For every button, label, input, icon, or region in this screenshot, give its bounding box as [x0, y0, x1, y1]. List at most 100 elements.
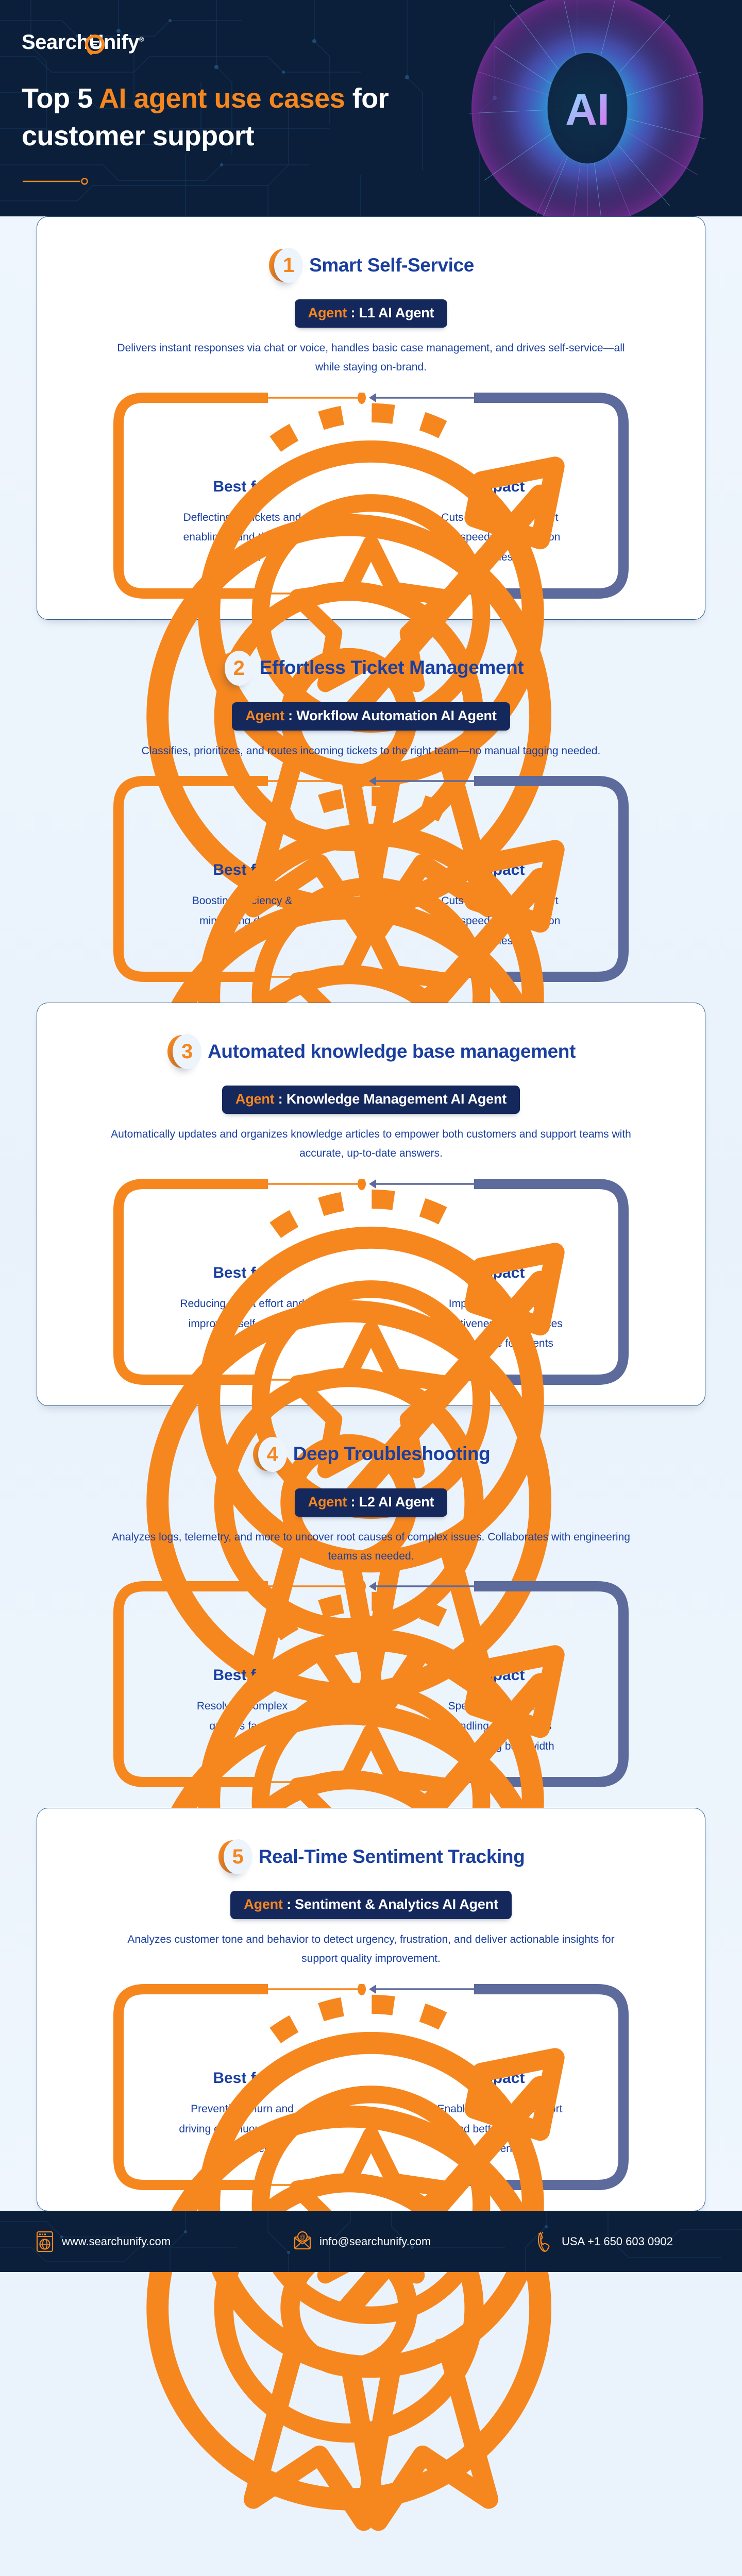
- brand-logo[interactable]: SearchUnify®: [22, 27, 144, 58]
- step-number-badge: 2: [218, 648, 254, 689]
- svg-text:@: @: [299, 2234, 305, 2240]
- agent-separator: :: [347, 305, 359, 320]
- section-description: Analyzes customer tone and behavior to d…: [127, 1934, 615, 1964]
- outcome-columns: Best for Resolving complex queries faste…: [113, 1581, 629, 2128]
- agent-value: L2 AI Agent: [359, 1494, 434, 1510]
- agent-separator: :: [347, 1494, 359, 1510]
- website-icon: [36, 2231, 54, 2252]
- agent-value: Workflow Automation AI Agent: [296, 707, 497, 723]
- section-description: Classifies, prioritizes, and routes inco…: [141, 744, 601, 757]
- section-description: Analyzes logs, telemetry, and more to un…: [112, 1531, 630, 1562]
- phone-icon: [537, 2231, 550, 2252]
- outcome-frame: Best for Reducing agent effort and impro…: [113, 1178, 629, 1726]
- agent-badge: Agent : Workflow Automation AI Agent: [232, 702, 510, 731]
- step-number: 4: [266, 1443, 278, 1466]
- page-title: Top 5 AI agent use cases for customer su…: [22, 80, 475, 155]
- outcome-frame: Best for Deflecting L1 tickets and enabl…: [113, 392, 629, 939]
- badge-disc: 1: [274, 248, 303, 283]
- agent-label: Agent: [235, 1091, 275, 1107]
- footer-contact-item[interactable]: USA +1 650 603 0902: [536, 2231, 673, 2252]
- outcome-columns: Best for Deflecting L1 tickets and enabl…: [113, 393, 629, 939]
- agent-separator: :: [284, 707, 297, 723]
- step-number-badge: 5: [217, 1836, 252, 1877]
- orb-label: AI: [565, 85, 610, 134]
- magnifier-icon: [85, 35, 105, 55]
- use-case-section-3: 3 Automated knowledge base management Ag…: [37, 1003, 705, 1726]
- target-icon-wrap: [146, 1609, 565, 2108]
- target-icon-wrap: [146, 2012, 565, 2511]
- step-number: 5: [232, 1845, 244, 1869]
- badge-disc: 5: [223, 1839, 252, 1875]
- target-icon-wrap: [146, 1207, 565, 1705]
- agent-badge: Agent : L1 AI Agent: [294, 299, 448, 328]
- step-number-badge: 3: [166, 1031, 202, 1072]
- agent-badge: Agent : Knowledge Management AI Agent: [222, 1086, 520, 1114]
- footer-contact-item[interactable]: www.searchunify.com: [36, 2231, 294, 2252]
- agent-label: Agent: [245, 707, 284, 723]
- step-number: 1: [282, 254, 295, 277]
- agent-value: L1 AI Agent: [359, 305, 434, 320]
- agent-badge: Agent : Sentiment & Analytics AI Agent: [230, 1891, 512, 1920]
- email-icon: @: [294, 2231, 311, 2252]
- step-number: 3: [181, 1040, 193, 1063]
- footer-contact-text: USA +1 650 603 0902: [562, 2234, 673, 2248]
- outcome-frame: Best for Boosting efficiency & minimizin…: [113, 776, 629, 1323]
- page-body: 1 Smart Self-Service Agent : L1 AI Agent…: [0, 216, 742, 2531]
- outcome-frame: Best for Preventing churn and driving co…: [113, 1984, 629, 2531]
- headline-highlight: AI agent use cases: [98, 83, 345, 114]
- footer-contact-text: www.searchunify.com: [62, 2234, 171, 2248]
- impact-column: Impact Improves self-service effectivene…: [146, 1179, 629, 1705]
- footer-circuit-background: [0, 2211, 742, 2272]
- agent-separator: :: [282, 1896, 295, 1912]
- outcome-columns: Best for Boosting efficiency & minimizin…: [113, 776, 629, 1323]
- section-title: Smart Self-Service: [309, 254, 474, 276]
- use-case-section-2: 2 Effortless Ticket Management Agent : W…: [37, 620, 705, 1323]
- step-number: 2: [233, 656, 245, 680]
- logo-text: SearchUnify: [22, 31, 139, 54]
- section-title: Effortless Ticket Management: [259, 657, 524, 679]
- phone-icon: [536, 2231, 553, 2252]
- agent-separator: :: [274, 1091, 286, 1107]
- use-case-section-1: 1 Smart Self-Service Agent : L1 AI Agent…: [37, 216, 705, 939]
- section-title: Real-Time Sentiment Tracking: [258, 1845, 525, 1867]
- section-title: Automated knowledge base management: [208, 1040, 576, 1062]
- headline-part-1: Top 5: [22, 83, 99, 114]
- logo-wordmark: SearchUnify®: [22, 31, 144, 55]
- badge-disc: 3: [173, 1034, 202, 1070]
- section-heading: 2 Effortless Ticket Management: [37, 648, 705, 689]
- section-description: Delivers instant responses via chat or v…: [117, 342, 625, 373]
- section-heading: 1 Smart Self-Service: [37, 245, 705, 286]
- outcome-columns: Best for Preventing churn and driving co…: [113, 1984, 629, 2531]
- agent-value: Sentiment & Analytics AI Agent: [295, 1896, 498, 1912]
- agent-badge: Agent : L2 AI Agent: [294, 1488, 448, 1517]
- step-number-badge: 4: [252, 1434, 287, 1475]
- footer-contact-text: info@searchunify.com: [319, 2234, 431, 2248]
- impact-column: Impact Enables proactive support and bet…: [146, 1984, 629, 2511]
- badge-disc: 2: [224, 650, 254, 686]
- step-number-badge: 1: [268, 245, 303, 286]
- headline-part-2: for customer support: [22, 83, 389, 151]
- impact-column: Impact Cuts down manual effort and speed…: [146, 393, 629, 919]
- section-title: Deep Troubleshooting: [293, 1443, 491, 1465]
- page-footer: www.searchunify.com @ info@searchunify.c…: [0, 2211, 742, 2272]
- impact-column: Impact Cuts down manual effort and speed…: [146, 776, 629, 1302]
- section-heading: 3 Automated knowledge base management: [37, 1031, 705, 1072]
- section-description: Automatically updates and organizes know…: [111, 1128, 631, 1159]
- section-heading: 5 Real-Time Sentiment Tracking: [37, 1836, 705, 1877]
- footer-contact-item[interactable]: @ info@searchunify.com: [294, 2231, 536, 2252]
- badge-disc: 4: [258, 1436, 287, 1472]
- agent-label: Agent: [308, 1494, 347, 1510]
- use-case-section-5: 5 Real-Time Sentiment Tracking Agent : S…: [37, 1808, 705, 2531]
- registered-mark: ®: [139, 35, 144, 43]
- page-header: SearchUnify® Top 5 AI agent use cases fo…: [0, 0, 742, 216]
- impact-column: Impact Speeds up escalation handling and…: [146, 1581, 629, 2108]
- target-icon-wrap: [146, 420, 565, 919]
- outcome-columns: Best for Reducing agent effort and impro…: [113, 1179, 629, 1726]
- use-case-section-4: 4 Deep Troubleshooting Agent : L2 AI Age…: [37, 1406, 705, 2128]
- outcome-frame: Best for Resolving complex queries faste…: [113, 1581, 629, 2128]
- website-icon: [36, 2231, 54, 2252]
- title-underline-rule: [23, 178, 88, 185]
- email-icon: @: [294, 2231, 311, 2249]
- agent-value: Knowledge Management AI Agent: [286, 1091, 507, 1107]
- agent-label: Agent: [308, 305, 347, 320]
